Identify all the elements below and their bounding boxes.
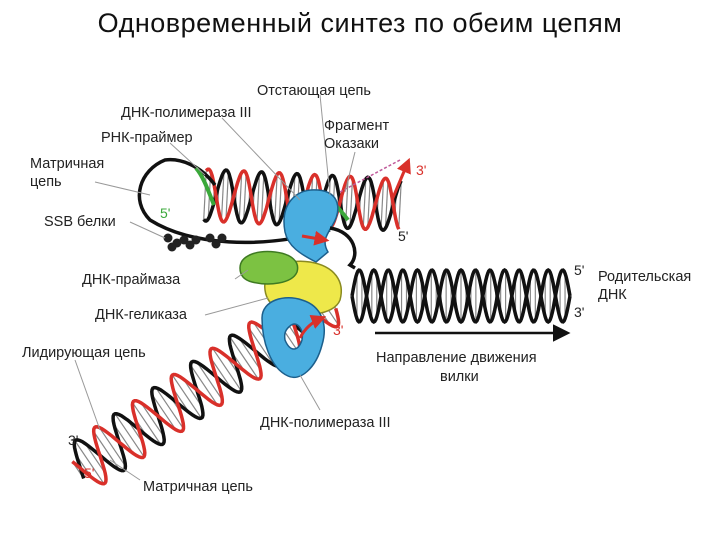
label-ssb-proteins: SSB белки (44, 214, 116, 230)
base-pair-rung (248, 327, 275, 366)
leader-lines (74, 94, 356, 481)
base-pair-rung (140, 402, 165, 437)
label-parental-dna-line1: Родительская (598, 269, 691, 285)
dna-primase-shape (239, 250, 299, 285)
base-pair-rung (132, 402, 162, 445)
base-pair-rung (362, 178, 367, 228)
base-pair-rung (384, 180, 389, 229)
replisome (239, 189, 357, 379)
label-template-strand-bottom: Матричная цепь (143, 479, 253, 495)
label-leading-strand: Лидирующая цепь (22, 345, 146, 361)
base-pair-rung (278, 175, 283, 223)
label-fork-direction-line1: Направление движения (376, 350, 537, 366)
base-pair-rung (243, 173, 247, 221)
dna-polymerase-iii-bottom-shape (261, 297, 325, 379)
base-pair-rung (74, 440, 105, 485)
end-label-mid-3prime: 3' (333, 322, 343, 338)
base-pair-rung (182, 378, 203, 407)
base-pair-rung (171, 374, 202, 419)
ssb-proteins (163, 233, 227, 252)
base-pair-rung (113, 424, 135, 454)
end-label-top-5prime: 5' (398, 228, 408, 244)
labels: Отстающая цепь ДНК-полимераза III Фрагме… (22, 83, 691, 495)
end-label-lagging-5prime: 5' (160, 205, 170, 221)
end-label-bottom-5prime: 5' (84, 465, 94, 481)
label-okazaki-fragment-line2: Оказаки (324, 136, 379, 152)
base-pair-rung (220, 171, 225, 221)
base-pair-rung (229, 336, 259, 380)
label-dna-polymerase-iii-top: ДНК-полимераза III (121, 105, 252, 121)
label-dna-primase: ДНК-праймаза (82, 272, 181, 288)
end-label-parent-5prime: 5' (574, 262, 584, 278)
label-template-strand-line1: Матричная (30, 156, 104, 172)
base-pair-rung (151, 394, 177, 430)
label-okazaki-fragment-line1: Фрагмент (324, 118, 389, 134)
label-fork-direction-line2: вилки (440, 369, 479, 385)
label-dna-helicase: ДНК-геликаза (95, 307, 188, 323)
base-pair-rung (349, 178, 354, 227)
base-pair-rung (203, 170, 207, 220)
dna-polymerase-iii-top-shape (283, 189, 339, 263)
base-pair-rung (380, 179, 385, 229)
end-label-parent-3prime: 3' (574, 304, 584, 320)
base-pair-rung (260, 174, 265, 222)
base-pair-rung (212, 347, 242, 392)
label-rna-primer: РНК-праймер (101, 130, 193, 146)
base-pair-rung (190, 364, 218, 406)
base-pair-rung (225, 172, 229, 220)
parental-dna-helix (350, 267, 572, 325)
base-pair-rung (210, 357, 233, 390)
base-pair-rung (238, 172, 243, 222)
base-pair-rung (196, 362, 223, 401)
label-dna-polymerase-iii-bottom: ДНК-полимераза III (260, 415, 391, 431)
base-pair-rung (367, 179, 371, 228)
label-lagging-strand: Отстающая цепь (257, 83, 371, 99)
base-pair-rung (155, 387, 184, 430)
base-pair-rung (114, 413, 145, 458)
label-parental-dna-line2: ДНК (598, 287, 627, 303)
slide-title: Одновременный синтез по обеим цепям (97, 8, 623, 38)
base-pair-rung (398, 180, 402, 230)
label-template-strand-line2: цепь (30, 174, 62, 190)
base-pair-rung (98, 427, 126, 467)
base-pair-rung (256, 173, 261, 222)
base-pair-rung (238, 337, 262, 371)
end-label-top-3prime: 3' (416, 162, 426, 178)
base-pair-rung (274, 174, 278, 223)
base-pair-rung (84, 443, 106, 474)
end-label-bottom-3prime: 3' (68, 432, 78, 448)
